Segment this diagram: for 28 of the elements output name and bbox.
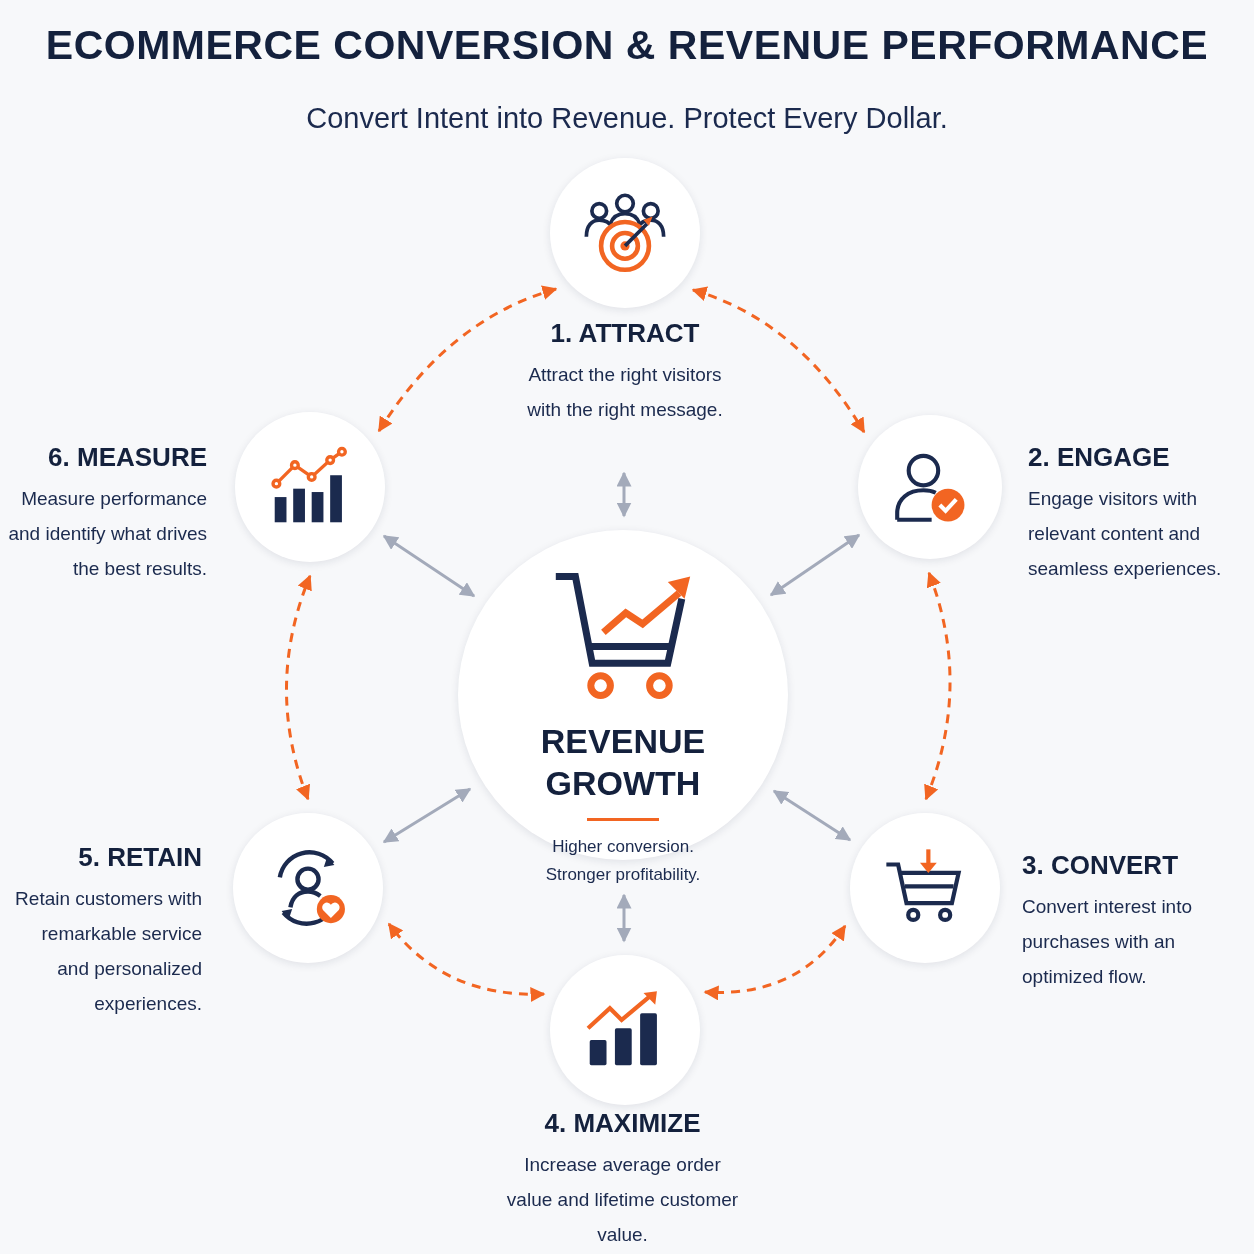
step-heading: 4. MAXIMIZE (543, 1108, 702, 1139)
step-heading: 1. ATTRACT (549, 318, 701, 349)
double-arrow (616, 471, 632, 518)
dashed-arrow (691, 287, 866, 434)
step-description: Measure performance and identify what drives the best results. (8, 487, 207, 581)
dashed-arrow (703, 924, 847, 1000)
step-heading: 3. CONVERT (1022, 850, 1180, 881)
double-arrow (769, 533, 861, 597)
step-description: Attract the right visitors with the right message. (526, 363, 724, 422)
double-arrow (772, 789, 852, 842)
main-title: ECOMMERCE CONVERSION & REVENUE PERFORMANCE (44, 22, 1210, 69)
step-heading: 6. MEASURE (47, 442, 207, 473)
dashed-arrow (285, 574, 313, 801)
center-description: Higher conversion. Stronger profitability. (544, 836, 702, 886)
step-description: Increase average order value and lifetime customer value. (505, 1153, 740, 1247)
step-description: Convert interest into purchases with an optimized flow. (1022, 895, 1194, 989)
step-heading: 2. ENGAGE (1028, 442, 1171, 473)
step-heading: 5. RETAIN (77, 842, 202, 873)
dashed-arrow (923, 571, 952, 801)
double-arrow (616, 893, 632, 943)
step-description: Engage visitors with relevant content and seamless experiences. (1028, 487, 1223, 581)
dashed-arrow (387, 922, 546, 1002)
step-description: Retain customers with remarkable service and personalized experiences. (14, 887, 202, 1016)
subtitle: Convert Intent into Revenue. Protect Every Dollar. (305, 102, 949, 135)
double-arrow (382, 787, 472, 844)
center-heading: REVENUE GROWTH (539, 721, 707, 804)
double-arrow (382, 534, 476, 598)
dashed-arrow (377, 285, 558, 433)
